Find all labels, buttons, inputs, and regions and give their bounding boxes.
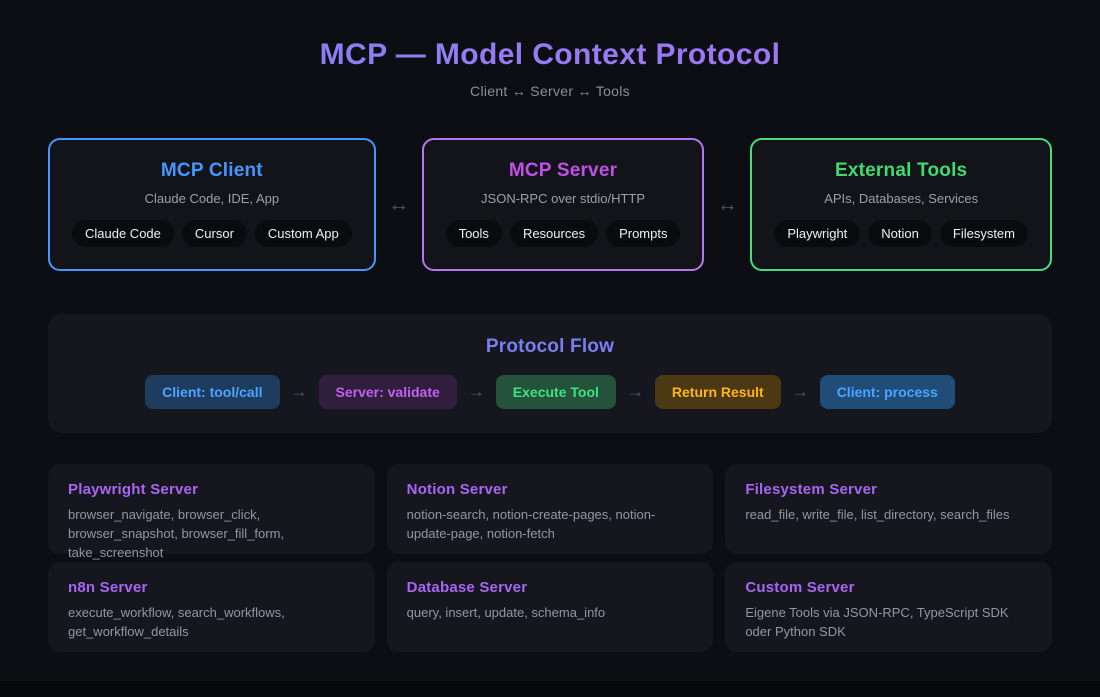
- flow-step-execute-tool: Execute Tool: [495, 375, 616, 409]
- right-arrow-icon: →: [467, 382, 485, 401]
- mcp-client-chips: Claude Code Cursor Custom App: [72, 220, 352, 247]
- server-card-playwright: Playwright Server browser_navigate, brow…: [48, 464, 375, 560]
- flow-step-client-tool-call: Client: tool/call: [145, 375, 280, 409]
- server-card-filesystem: Filesystem Server read_file, write_file,…: [725, 464, 1052, 554]
- external-tools-subtitle: APIs, Databases, Services: [824, 191, 979, 206]
- chip-claude-code: Claude Code: [72, 220, 174, 247]
- server-card-tools: execute_workflow, search_workflows, get_…: [68, 605, 285, 639]
- flow-step-client-process: Client: process: [819, 375, 955, 409]
- mcp-diagram-page: MCP — Model Context Protocol Client ↔ Se…: [48, 38, 1052, 652]
- chip-cursor: Cursor: [181, 220, 247, 247]
- bidirectional-arrow-icon: ↔: [388, 192, 410, 216]
- mcp-server-subtitle: JSON-RPC over stdio/HTTP: [481, 191, 646, 206]
- server-card-custom: Custom Server Eigene Tools via JSON-RPC,…: [725, 562, 1052, 652]
- server-card-title: Filesystem Server: [745, 481, 878, 498]
- protocol-flow-title: Protocol Flow: [485, 336, 615, 357]
- mcp-server-box: MCP Server JSON-RPC over stdio/HTTP Tool…: [421, 138, 705, 271]
- mcp-client-subtitle: Claude Code, IDE, App: [144, 191, 280, 206]
- mcp-server-chips: Tools Resources Prompts: [445, 220, 681, 247]
- server-card-database: Database Server query, insert, update, s…: [386, 562, 714, 652]
- right-arrow-icon: →: [290, 382, 308, 401]
- server-card-tools: Eigene Tools via JSON-RPC, TypeScript SD…: [745, 605, 1009, 639]
- external-tools-title: External Tools: [835, 160, 968, 181]
- external-tools-box: External Tools APIs, Databases, Services…: [750, 138, 1052, 271]
- server-card-title: Database Server: [406, 579, 528, 596]
- server-card-tools: read_file, write_file, list_directory, s…: [745, 507, 1010, 522]
- bidirectional-arrow-icon: ↔: [716, 192, 738, 216]
- server-card-tools: notion-search, notion-create-pages, noti…: [406, 507, 656, 541]
- protocol-flow-card: Protocol Flow Client: tool/call → Server…: [48, 314, 1052, 433]
- right-arrow-icon: →: [626, 382, 644, 401]
- chip-resources: Resources: [509, 220, 599, 247]
- page-subtitle: Client ↔ Server ↔ Tools: [470, 83, 630, 99]
- chip-filesystem: Filesystem: [939, 220, 1028, 247]
- chip-custom-app: Custom App: [254, 220, 352, 247]
- server-card-title: Custom Server: [745, 579, 855, 596]
- mcp-server-title: MCP Server: [508, 160, 618, 181]
- right-arrow-icon: →: [791, 382, 809, 401]
- chip-notion: Notion: [868, 220, 932, 247]
- server-card-tools: browser_navigate, browser_click, browser…: [68, 507, 285, 560]
- page-title: MCP — Model Context Protocol: [48, 38, 1052, 72]
- server-card-n8n: n8n Server execute_workflow, search_work…: [48, 562, 375, 652]
- server-card-title: n8n Server: [68, 579, 148, 596]
- protocol-flow-steps: Client: tool/call → Server: validate → E…: [72, 375, 1028, 409]
- server-cards-grid: Playwright Server browser_navigate, brow…: [48, 464, 1052, 652]
- flow-step-server-validate: Server: validate: [318, 375, 457, 409]
- flow-step-return-result: Return Result: [654, 375, 781, 409]
- chip-playwright: Playwright: [774, 220, 861, 247]
- architecture-row: MCP Client Claude Code, IDE, App Claude …: [48, 138, 1052, 271]
- external-tools-chips: Playwright Notion Filesystem: [774, 220, 1028, 247]
- server-card-title: Playwright Server: [68, 481, 199, 498]
- mcp-client-title: MCP Client: [160, 160, 263, 181]
- server-card-notion: Notion Server notion-search, notion-crea…: [386, 464, 714, 554]
- server-card-title: Notion Server: [406, 481, 508, 498]
- chip-prompts: Prompts: [606, 220, 681, 247]
- chip-tools: Tools: [445, 220, 502, 247]
- mcp-client-box: MCP Client Claude Code, IDE, App Claude …: [48, 138, 376, 271]
- server-card-tools: query, insert, update, schema_info: [406, 605, 606, 620]
